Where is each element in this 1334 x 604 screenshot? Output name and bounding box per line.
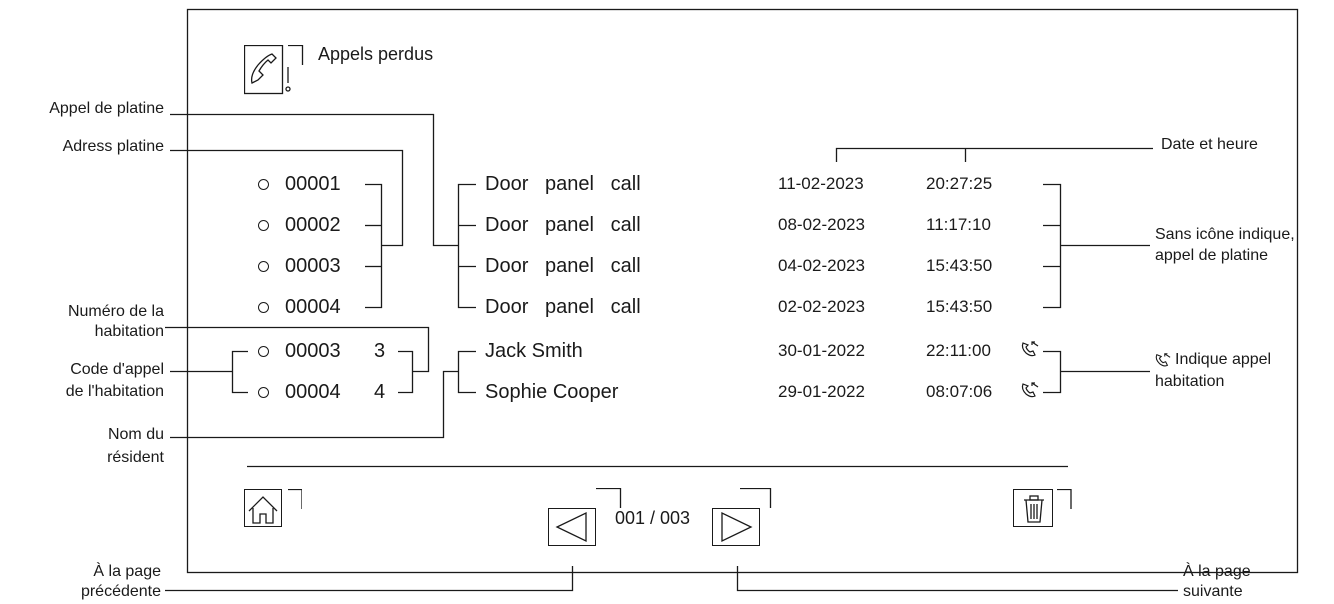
missed-calls-icon-box <box>244 45 304 95</box>
call-house-number: 4 <box>374 381 386 403</box>
call-time: 11:17:10 <box>926 215 991 234</box>
trash-icon <box>1024 489 1072 523</box>
annotation-sans-line2: appel de platine <box>1155 247 1268 264</box>
annotation-nom-line2: résident <box>107 449 164 466</box>
call-house-number: 3 <box>374 340 386 362</box>
call-address[interactable]: 00004 <box>285 296 341 318</box>
phone-missed-icon <box>244 45 304 95</box>
phone-incoming-icon <box>1021 382 1039 398</box>
next-page-button[interactable] <box>712 508 760 546</box>
triangle-right-icon <box>721 511 753 543</box>
next-button-corner <box>740 488 772 508</box>
annotation-next-line1: À la page <box>1183 563 1251 580</box>
call-date: 11-02-2023 <box>778 174 864 193</box>
annotation-prev-line2: précédente <box>80 583 161 600</box>
row-dot <box>258 179 269 190</box>
annotation-code-line1: Code d'appel <box>70 361 164 378</box>
row-dot <box>258 302 269 313</box>
annotation-indique-line1: Indique appel <box>1175 351 1272 368</box>
call-date: 30-01-2022 <box>778 341 865 360</box>
annotation-nom-line1: Nom du <box>107 426 164 443</box>
call-address[interactable]: 00004 <box>285 381 341 403</box>
call-time: 15:43:50 <box>926 256 993 275</box>
call-time: 20:27:25 <box>926 174 993 193</box>
call-address[interactable]: 00001 <box>285 173 341 195</box>
triangle-left-icon <box>555 511 587 543</box>
annotation-numero-line2: habitation <box>94 323 164 340</box>
annotation-sans-line1: Sans icône indique, <box>1155 226 1295 243</box>
row-dot <box>258 387 269 398</box>
row-dot <box>258 261 269 272</box>
call-name[interactable]: Door panel call <box>485 173 641 195</box>
call-time: 15:43:50 <box>926 297 993 316</box>
call-date: 02-02-2023 <box>778 297 865 316</box>
call-address[interactable]: 00003 <box>285 340 341 362</box>
delete-button[interactable] <box>1013 489 1072 527</box>
call-time: 08:07:06 <box>926 382 993 401</box>
page-title: Appels perdus <box>318 44 434 64</box>
call-name[interactable]: Door panel call <box>485 255 641 277</box>
annotation-prev-line1: À la page <box>93 563 161 580</box>
prev-button-corner <box>596 488 622 508</box>
call-address[interactable]: 00002 <box>285 214 341 236</box>
annotation-next-line2: suivante <box>1183 583 1243 600</box>
annotation-appel-platine: Appel de platine <box>49 100 164 117</box>
annotation-adress-platine: Adress platine <box>62 138 164 155</box>
call-address[interactable]: 00003 <box>285 255 341 277</box>
prev-page-button[interactable] <box>548 508 596 546</box>
call-name[interactable]: Door panel call <box>485 214 641 236</box>
annotation-code-line2: de l'habitation <box>65 383 164 400</box>
home-icon <box>248 489 302 524</box>
phone-incoming-icon <box>1021 341 1039 357</box>
row-dot <box>258 220 269 231</box>
page-indicator: 001 / 003 <box>615 508 691 528</box>
call-name[interactable]: Sophie Cooper <box>485 381 619 403</box>
call-name[interactable]: Door panel call <box>485 296 641 318</box>
annotation-date-heure: Date et heure <box>1161 136 1258 153</box>
call-time: 22:11:00 <box>926 341 991 360</box>
call-date: 29-01-2022 <box>778 382 865 401</box>
call-date: 08-02-2023 <box>778 215 865 234</box>
call-date: 04-02-2023 <box>778 256 865 275</box>
phone-incoming-icon <box>1155 353 1171 367</box>
row-dot <box>258 346 269 357</box>
call-name[interactable]: Jack Smith <box>485 340 583 362</box>
annotation-indique-line2: habitation <box>1155 373 1225 390</box>
screen-frame <box>186 8 1299 574</box>
home-button[interactable] <box>244 489 302 527</box>
annotation-numero-line1: Numéro de la <box>67 303 164 320</box>
